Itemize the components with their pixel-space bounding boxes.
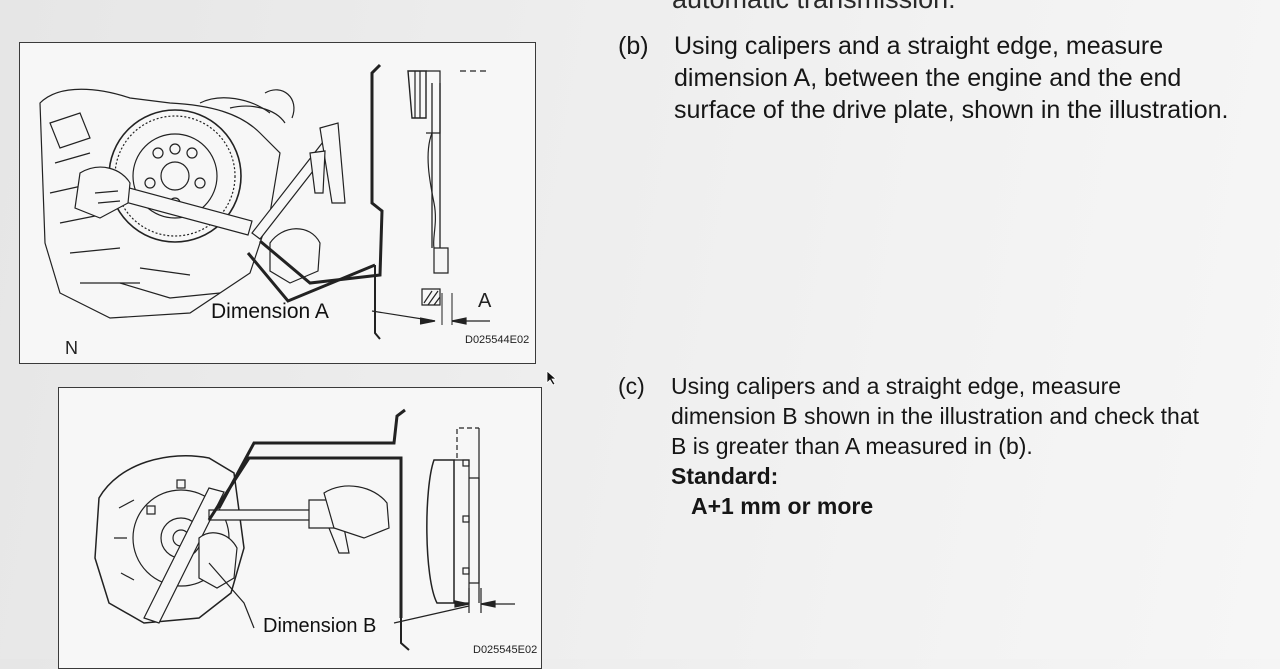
step-c: (c) Using calipers and a straight edge, … <box>618 371 1278 531</box>
mouse-cursor-icon <box>546 370 558 386</box>
illustration-dimension-a: Dimension A A N D025544E02 <box>19 42 536 364</box>
step-c-line: B is greater than A measured in (b). <box>671 433 1033 459</box>
dimension-a-label: Dimension A <box>211 300 329 323</box>
transmission-converter-drawing <box>94 408 515 651</box>
corner-mark-n: N <box>65 338 78 358</box>
top-cropped-text: automatic transmission. <box>672 0 956 15</box>
standard-label: Standard: <box>671 463 779 489</box>
figure-code-1: D025544E02 <box>465 334 530 346</box>
step-b-line: dimension A, between the engine and the … <box>674 64 1182 92</box>
step-c-marker: (c) <box>618 373 645 399</box>
step-c-text: Using calipers and a straight edge, meas… <box>671 371 1271 521</box>
letter-a-label: A <box>478 290 492 312</box>
illustration-dimension-b: Dimension B D025545E02 <box>58 387 542 669</box>
engine-drive-plate-drawing <box>39 63 490 340</box>
step-c-line: Using calipers and a straight edge, meas… <box>671 373 1122 399</box>
step-b-line: Using calipers and a straight edge, meas… <box>674 32 1164 60</box>
step-b-text: Using calipers and a straight edge, meas… <box>674 30 1274 126</box>
dimension-b-label: Dimension B <box>263 615 377 637</box>
step-b: (b) Using calipers and a straight edge, … <box>618 30 1278 140</box>
step-b-line: surface of the drive plate, shown in the… <box>674 96 1229 124</box>
figure-code-2: D025545E02 <box>473 644 538 656</box>
step-b-marker: (b) <box>618 32 649 60</box>
step-c-line: dimension B shown in the illustration an… <box>671 403 1200 429</box>
standard-value: A+1 mm or more <box>691 493 874 519</box>
